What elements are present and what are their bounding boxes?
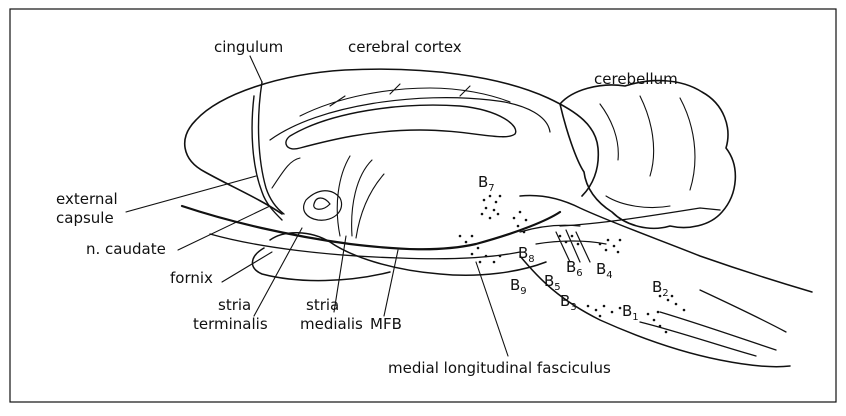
label-mfb: MFB bbox=[370, 315, 402, 333]
label-b4: B4 bbox=[596, 260, 613, 281]
leader-stria-terminalis bbox=[254, 228, 302, 316]
corpus-callosum-arc bbox=[270, 98, 550, 140]
label-capsule: capsule bbox=[56, 209, 114, 227]
external-capsule-fiber bbox=[252, 96, 282, 220]
label-medial-longitudinal-fasciculus: medial longitudinal fasciculus bbox=[388, 359, 611, 377]
septal-structures bbox=[304, 191, 342, 220]
stria-curves bbox=[272, 156, 384, 238]
label-cerebral-cortex: cerebral cortex bbox=[348, 38, 462, 56]
brainstem-upper-line bbox=[560, 208, 720, 226]
cerebellum-outline bbox=[560, 81, 735, 229]
label-stria-terminalis-2: terminalis bbox=[193, 315, 268, 333]
label-n-caudate: n. caudate bbox=[86, 240, 166, 258]
label-cerebellum: cerebellum bbox=[594, 70, 678, 88]
label-stria-medialis-1: stria bbox=[306, 296, 339, 314]
leader-cingulum bbox=[250, 56, 262, 82]
lateral-ventricle bbox=[286, 105, 516, 149]
label-b5: B5 bbox=[544, 272, 561, 293]
label-external: external bbox=[56, 190, 118, 208]
label-stria-terminalis-1: stria bbox=[218, 296, 251, 314]
medial-forebrain-bundle bbox=[182, 206, 560, 249]
cortex-fibers bbox=[300, 84, 510, 116]
leader-medial-longitudinal-fasciculus bbox=[476, 262, 508, 356]
label-stria-medialis-2: medialis bbox=[300, 315, 363, 333]
label-b8: B8 bbox=[518, 244, 535, 265]
label-fornix: fornix bbox=[170, 269, 213, 287]
spinal-tract-lines bbox=[640, 290, 786, 356]
label-b9: B9 bbox=[510, 276, 527, 297]
label-b3: B3 bbox=[560, 292, 577, 313]
leader-fornix bbox=[222, 252, 272, 282]
label-b2: B2 bbox=[652, 278, 669, 299]
brainstem-outline bbox=[520, 196, 812, 293]
leader-external-capsule bbox=[126, 176, 256, 212]
label-cingulum: cingulum bbox=[214, 38, 283, 56]
label-b7: B7 bbox=[478, 173, 495, 194]
label-b1: B1 bbox=[622, 302, 639, 323]
cerebral-hemisphere-outline bbox=[185, 69, 599, 214]
cerebellum-folia bbox=[600, 96, 695, 208]
leader-mfb bbox=[384, 250, 398, 316]
